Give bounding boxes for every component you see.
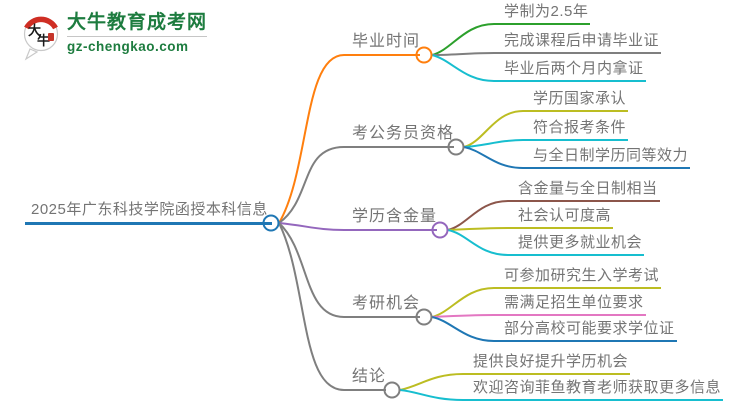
leaf-node[interactable]: 提供良好提升学历机会 [463, 352, 631, 375]
branch-node-civil-service-eligibility[interactable]: 考公务员资格 [344, 124, 455, 148]
edge-branch-3-leaf-0 [431, 287, 495, 318]
leaf-node[interactable]: 学历国家承认 [523, 89, 629, 112]
edge-branch-0-leaf-0 [431, 23, 495, 56]
edge-root-branch-1 [278, 146, 345, 224]
leaf-node[interactable]: 需满足招生单位要求 [494, 293, 646, 316]
edge-branch-1-leaf-2 [463, 146, 524, 169]
leaf-node[interactable]: 与全日制学历同等效力 [523, 146, 691, 169]
leaf-node[interactable]: 提供更多就业机会 [508, 233, 645, 256]
edge-root-branch-0 [278, 54, 345, 224]
leaf-node[interactable]: 部分高校可能要求学位证 [494, 319, 677, 342]
leaf-node[interactable]: 完成课程后申请毕业证 [494, 31, 662, 54]
leaf-node[interactable]: 学制为2.5年 [494, 2, 591, 25]
edge-branch-3-leaf-2 [431, 316, 495, 342]
edge-branch-2-leaf-1 [447, 227, 509, 231]
branch-node-degree-value[interactable]: 学历含金量 [344, 207, 438, 231]
edge-branch-2-leaf-2 [447, 229, 509, 256]
root-node[interactable]: 2025年广东科技学院函授本科信息 [25, 200, 272, 225]
branch-4-node-circle[interactable] [383, 381, 401, 399]
edge-branch-3-leaf-1 [431, 314, 495, 318]
edge-branch-2-leaf-0 [447, 200, 509, 231]
leaf-node[interactable]: 毕业后两个月内拿证 [494, 59, 646, 82]
edge-branch-0-leaf-2 [431, 54, 495, 82]
edge-branch-0-leaf-1 [431, 52, 495, 56]
site-name: 大牛教育成考网 [67, 12, 208, 37]
leaf-node[interactable]: 欢迎咨询菲鱼教育老师获取更多信息 [463, 378, 724, 401]
branch-node-graduation-time[interactable]: 毕业时间 [344, 32, 421, 56]
edge-branch-1-leaf-0 [463, 110, 524, 148]
site-logo[interactable]: 大 牛 大牛教育成考网 gz-chengkao.com [20, 12, 208, 62]
edge-root-branch-4 [278, 222, 345, 391]
edge-branch-1-leaf-1 [463, 139, 524, 148]
leaf-node[interactable]: 含金量与全日制相当 [508, 179, 660, 202]
svg-text:大: 大 [28, 23, 41, 38]
leaf-node[interactable]: 可参加研究生入学考试 [494, 266, 662, 289]
edge-branch-4-leaf-1 [399, 389, 464, 401]
edge-branch-4-leaf-0 [399, 373, 464, 391]
site-url[interactable]: gz-chengkao.com [67, 39, 189, 54]
bull-seal-logo-icon: 大 牛 [23, 16, 59, 61]
leaf-node[interactable]: 符合报考条件 [523, 118, 629, 141]
edge-root-branch-2 [278, 222, 345, 231]
branch-node-conclusion[interactable]: 结论 [344, 367, 387, 391]
branch-node-postgraduate-opportunity[interactable]: 考研机会 [344, 294, 421, 318]
edge-root-branch-3 [278, 222, 345, 318]
leaf-node[interactable]: 社会认可度高 [508, 206, 614, 229]
svg-text:牛: 牛 [37, 33, 50, 48]
